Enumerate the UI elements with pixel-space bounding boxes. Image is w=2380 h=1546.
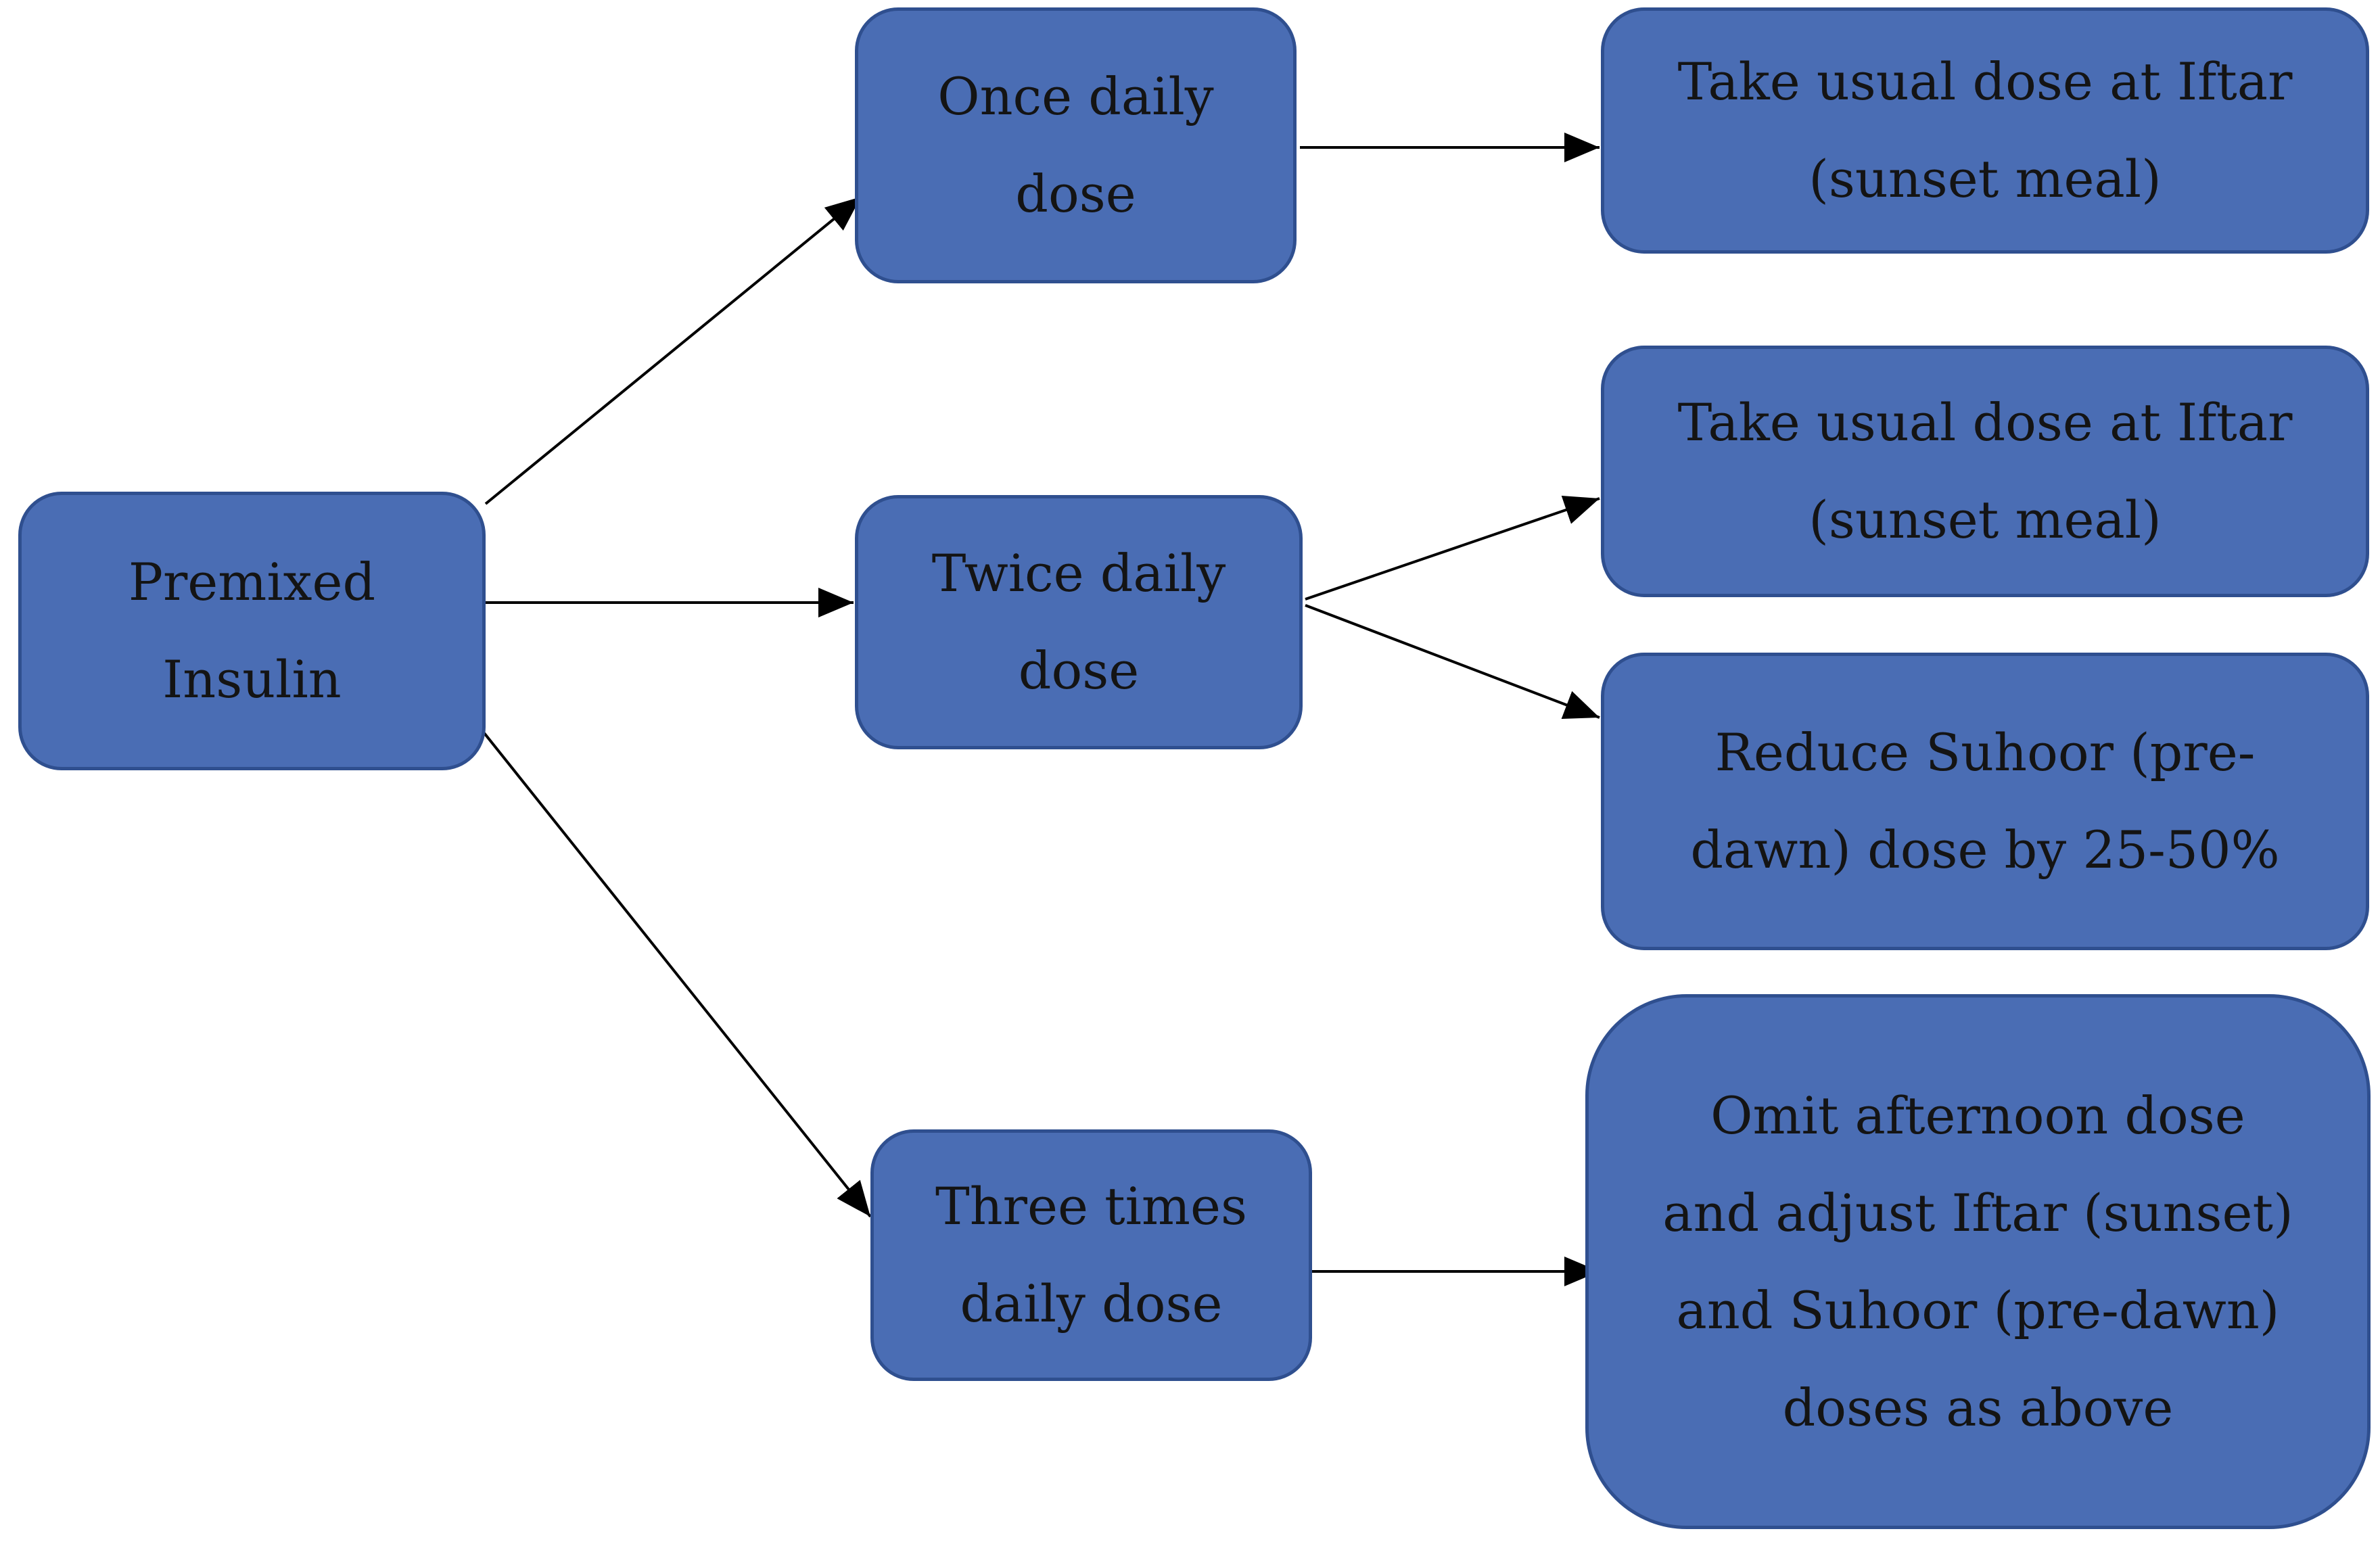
node-text-line: and Suhoor (pre-dawn) xyxy=(1676,1280,2280,1340)
node-three-times-daily-instruction: Omit afternoon dose and adjust Iftar (su… xyxy=(1585,994,2371,1529)
node-text-line: Insulin xyxy=(162,649,342,709)
node-text-line: Three times xyxy=(935,1176,1247,1236)
node-premixed-insulin: Premixed Insulin xyxy=(18,492,486,770)
node-text-line: dose xyxy=(1015,164,1136,224)
node-text-line: Twice daily xyxy=(931,543,1226,603)
node-text-line: Take usual dose at Iftar xyxy=(1677,392,2293,452)
node-twice-daily-iftar-instruction: Take usual dose at Iftar (sunset meal) xyxy=(1601,346,2369,597)
node-text-line: (sunset meal) xyxy=(1809,149,2162,209)
arrow-root-to-three xyxy=(477,725,872,1218)
node-text-line: dawn) dose by 25-50% xyxy=(1690,820,2280,880)
node-once-daily-dose: Once daily dose xyxy=(855,7,1297,283)
node-text-line: doses as above xyxy=(1782,1377,2174,1438)
node-text-line: daily dose xyxy=(960,1273,1223,1334)
node-text-line: Take usual dose at Iftar xyxy=(1677,51,2293,112)
node-twice-daily-suhoor-instruction: Reduce Suhoor (pre- dawn) dose by 25-50% xyxy=(1601,653,2369,950)
node-twice-daily-dose: Twice daily dose xyxy=(855,495,1303,749)
node-text-line: Omit afternoon dose xyxy=(1710,1085,2245,1146)
node-once-daily-instruction: Take usual dose at Iftar (sunset meal) xyxy=(1601,7,2369,254)
arrow-twice-to-twice_out1 xyxy=(1305,496,1600,601)
node-text-line: Premixed xyxy=(128,552,376,612)
node-text-line: Once daily xyxy=(937,66,1214,126)
arrow-root-to-once xyxy=(484,195,862,505)
node-text-line: Reduce Suhoor (pre- xyxy=(1714,722,2256,782)
node-text-line: (sunset meal) xyxy=(1809,490,2162,550)
node-three-times-daily-dose: Three times daily dose xyxy=(870,1129,1312,1381)
node-text-line: and adjust Iftar (sunset) xyxy=(1662,1182,2293,1243)
arrow-twice-to-twice_out2 xyxy=(1305,604,1600,720)
node-text-line: dose xyxy=(1018,640,1140,701)
